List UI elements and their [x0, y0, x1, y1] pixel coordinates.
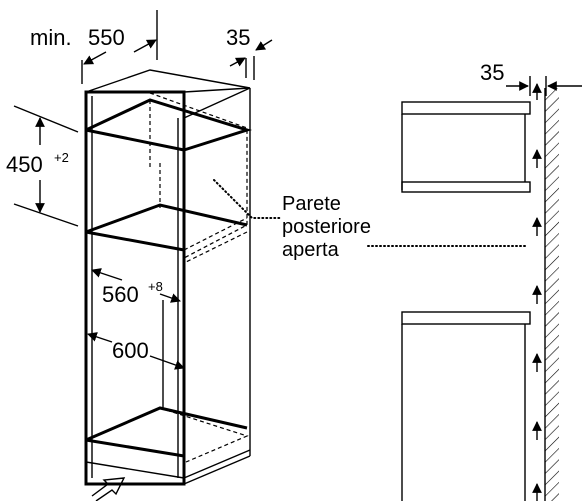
dim-arrow — [91, 268, 123, 281]
inner-width-value: 560 — [102, 282, 139, 307]
plinth-right — [183, 449, 251, 479]
plinth-left — [85, 450, 185, 479]
depth-top-value: 35 — [226, 25, 250, 50]
dimension-height: 450 +2 — [6, 105, 79, 227]
dimension-outer-width: 600 — [87, 332, 185, 370]
outer-width-value: 600 — [112, 338, 149, 363]
dim-arrow — [149, 355, 185, 370]
side-gap-value: 35 — [480, 60, 504, 85]
ext-line — [13, 203, 79, 227]
dimension-side-gap: 35 — [480, 60, 582, 96]
dim-arrow — [229, 57, 246, 67]
dim-arrow — [87, 332, 113, 343]
dimension-depth-top: 35 — [226, 25, 273, 80]
dim-arrow — [83, 51, 107, 65]
rear-wall-gap — [185, 231, 248, 263]
cabinet-front-outline — [84, 90, 186, 486]
upper-shelf-front — [85, 128, 185, 152]
bottom-shelf — [85, 406, 248, 442]
height-tolerance: +2 — [54, 150, 69, 165]
dim-arrow — [159, 293, 181, 303]
rear-wall-note-line-2: posteriore — [282, 216, 371, 238]
height-value: 450 — [6, 152, 43, 177]
width-min-prefix: min. — [30, 25, 72, 50]
rear-wall-note-line-1: Parete — [282, 193, 341, 215]
side-section — [401, 83, 559, 501]
rear-wall-note-line-3: aperta — [282, 239, 340, 261]
width-min-value: 550 — [88, 25, 125, 50]
airflow-arrow-icon — [91, 477, 126, 501]
cabinet-side-bottom-edge — [183, 455, 251, 485]
rear-wall-note: Parete posteriore aperta — [213, 179, 529, 261]
airflow-arrow-shape — [91, 477, 126, 501]
ext-line — [13, 105, 79, 133]
bottom-hidden-edge — [159, 407, 249, 463]
cabinet-perspective — [84, 69, 253, 486]
bottom-shelf-front — [85, 438, 185, 458]
dim-arrow — [133, 39, 157, 53]
upper-bottom-board — [401, 181, 531, 193]
wall-hatching — [545, 88, 559, 501]
note-leader-left — [213, 179, 283, 219]
lower-top-board — [401, 311, 531, 325]
dimension-width-min: min. 550 — [30, 10, 158, 84]
upper-top-board — [401, 101, 531, 115]
inner-width-tolerance: +8 — [148, 279, 163, 294]
middle-shelf — [85, 203, 248, 234]
upper-shelf — [85, 98, 253, 152]
dimension-inner-width: 560 +8 — [91, 268, 181, 307]
upper-niche-hidden — [149, 92, 248, 259]
dim-arrow — [255, 39, 273, 51]
middle-shelf-front — [85, 230, 185, 252]
cabinet-top — [85, 69, 251, 93]
middle-shelf-hidden-edge — [183, 217, 248, 251]
